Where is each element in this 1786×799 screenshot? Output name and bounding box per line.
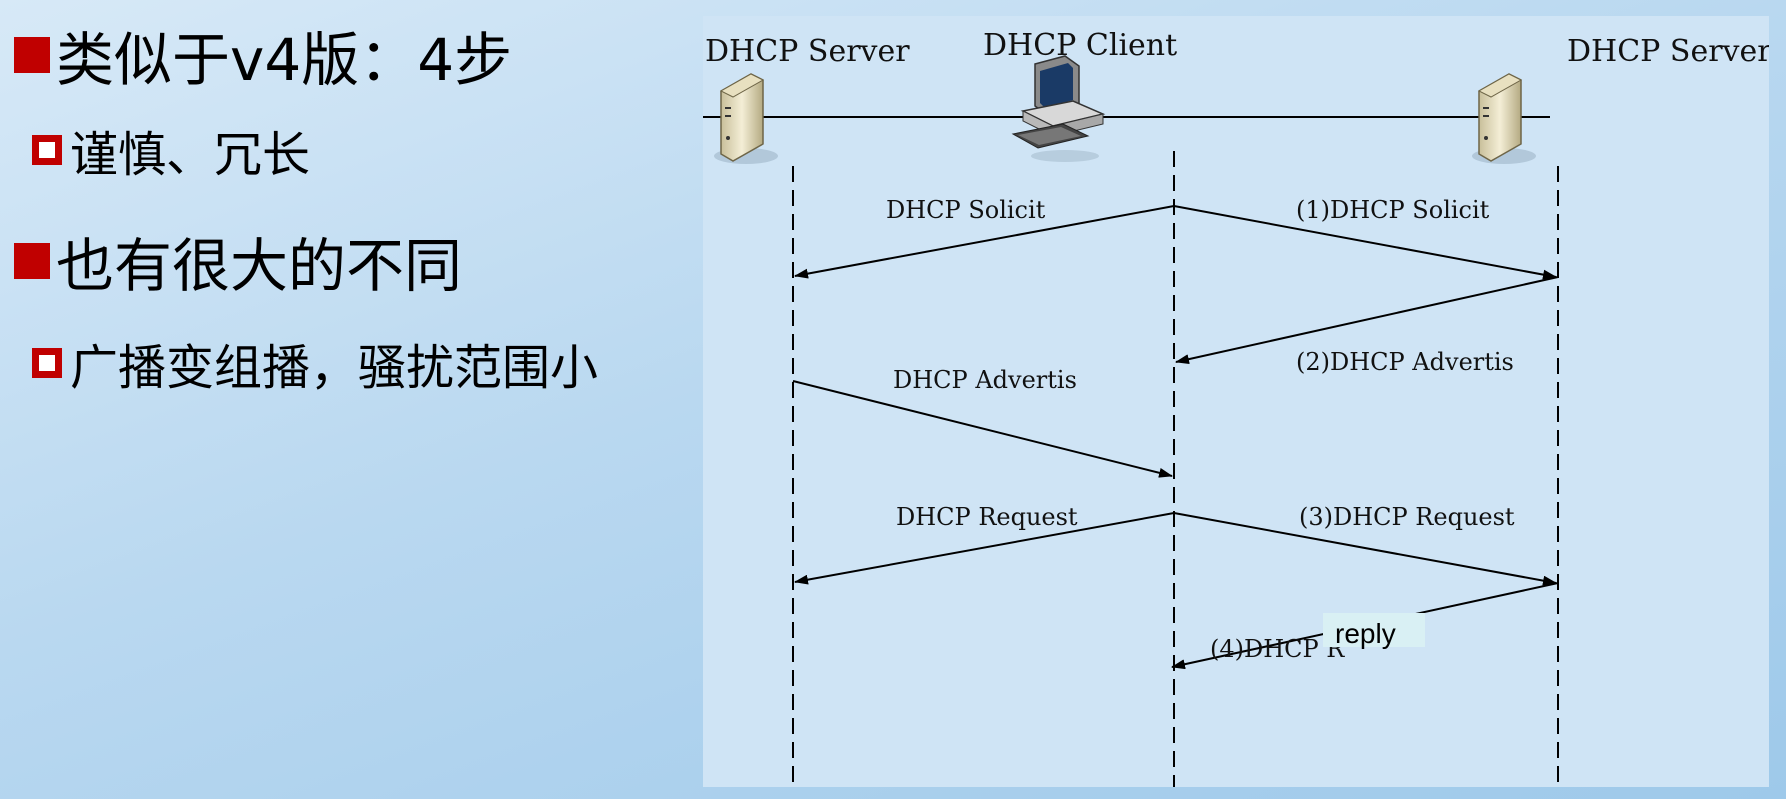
node-label-right-server: DHCP Server [1567,34,1769,69]
message-label: DHCP Advertis [893,366,1077,394]
message-label: (1)DHCP Solicit [1296,196,1490,224]
message-arrow [794,205,1175,279]
message-label: DHCP Solicit [886,196,1046,224]
bullet-list: 类似于v4版：4步 谨慎、冗长 也有很大的不同 广播变组播，骚扰范围小 [0,0,700,799]
reply-note-text: reply [1335,618,1396,649]
message-arrow [1173,205,1557,280]
bullet-marker-filled [14,243,50,279]
message-arrow [792,380,1173,478]
server-icon [714,73,778,164]
message-label: DHCP Request [896,503,1078,531]
message-label: (2)DHCP Advertis [1296,348,1514,376]
bullet-marker-filled [14,37,50,73]
bullet-level2: 广播变组播，骚扰范围小 [32,333,598,396]
computer-icon [1011,55,1106,162]
bullet-text: 广播变组播，骚扰范围小 [70,340,599,396]
server-icon [1472,73,1536,164]
bullet-level1: 也有很大的不同 [14,226,462,300]
bullet-level1: 类似于v4版：4步 [14,20,512,94]
message-arrow [1173,512,1557,586]
dhcp-sequence-diagram: DHCP Server DHCP Client DHCP Server [703,16,1769,787]
node-label-left-server: DHCP Server [705,34,910,69]
node-label-client: DHCP Client [983,28,1177,63]
bullet-text: 也有很大的不同 [56,232,463,300]
bullet-marker-hollow [32,135,62,165]
reply-note-box [1323,613,1425,647]
message-arrow [1175,276,1559,365]
bullet-text: 类似于v4版：4步 [56,26,513,94]
message-arrow [794,512,1175,585]
bullet-text: 谨慎、冗长 [70,127,311,183]
bullet-level2: 谨慎、冗长 [32,120,310,183]
message-label: (4)DHCP R [1210,635,1345,663]
message-label: (3)DHCP Request [1299,503,1515,531]
bullet-marker-hollow [32,348,62,378]
